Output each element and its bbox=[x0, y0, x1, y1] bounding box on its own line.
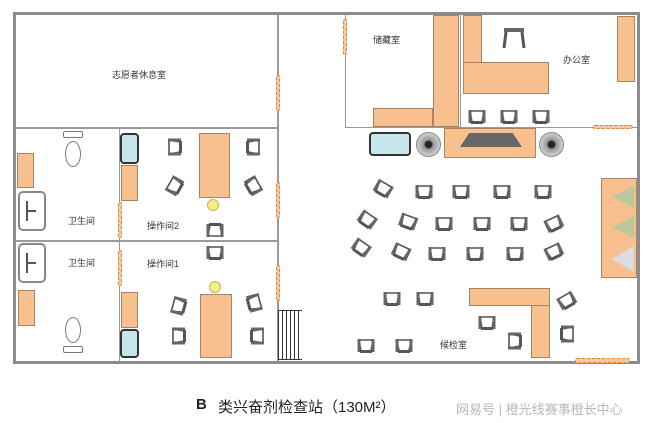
room-label-restroom-top: 卫生间 bbox=[68, 216, 96, 226]
office-desk-horizontal bbox=[463, 62, 549, 94]
op2-table bbox=[199, 133, 230, 198]
door-restroom-1[interactable] bbox=[118, 250, 122, 286]
waiting-chair-icon bbox=[397, 211, 419, 232]
waiting-chair-icon bbox=[478, 315, 496, 331]
waiting-chair-icon bbox=[506, 246, 524, 262]
op1-chair-icon bbox=[169, 295, 189, 317]
room-label-operation-2: 操作间2 bbox=[147, 221, 180, 231]
room-label-volunteer-lounge: 志愿者休息室 bbox=[112, 70, 167, 80]
op1-chair-icon bbox=[171, 327, 187, 345]
room-label-office: 办公室 bbox=[563, 55, 591, 65]
wall-restroom-divider bbox=[119, 129, 120, 361]
podium-screen bbox=[460, 133, 522, 147]
waiting-chair-icon bbox=[395, 338, 413, 354]
op1-chair-icon bbox=[206, 245, 224, 261]
waiting-desk-vertical bbox=[531, 305, 550, 358]
pass-through-window-2 bbox=[120, 133, 139, 164]
waiting-desk-horizontal bbox=[469, 288, 550, 306]
waiting-chair-icon bbox=[415, 184, 433, 200]
waiting-chair-icon bbox=[371, 178, 395, 201]
stair-gate bbox=[278, 310, 302, 360]
waiting-chair-icon bbox=[428, 246, 446, 262]
op2-chair-icon bbox=[167, 138, 183, 156]
waiting-chair-icon bbox=[466, 246, 484, 262]
op2-chair-icon bbox=[245, 138, 261, 156]
speaker-left-icon bbox=[416, 132, 441, 157]
speaker-right-icon bbox=[539, 132, 564, 157]
op2-chair-icon bbox=[164, 174, 187, 198]
restroom-top-counter bbox=[17, 153, 34, 188]
office-chair-1-icon bbox=[468, 109, 486, 125]
op1-side-cabinet bbox=[121, 292, 138, 328]
waiting-chair-icon bbox=[473, 216, 491, 232]
op2-chair-icon bbox=[206, 222, 224, 238]
door-waiting-exit[interactable] bbox=[575, 358, 630, 363]
waiting-chair-icon bbox=[542, 241, 565, 263]
office-desk-vertical bbox=[463, 15, 482, 65]
waiting-chair-icon bbox=[416, 291, 434, 307]
office-chair-2-icon bbox=[500, 109, 518, 125]
waiting-chair-icon bbox=[510, 216, 528, 232]
op1-lamp-icon bbox=[209, 281, 221, 293]
office-cabinet bbox=[617, 16, 635, 82]
waiting-chair-icon bbox=[435, 216, 453, 232]
outer-wall-left bbox=[13, 12, 16, 364]
waiting-chair-icon bbox=[555, 290, 579, 313]
waiting-chair-icon bbox=[357, 338, 375, 354]
room-label-operation-1: 操作间1 bbox=[147, 259, 180, 269]
storage-shelf-horizontal bbox=[373, 108, 433, 127]
outer-wall-bottom bbox=[13, 361, 640, 364]
door-office[interactable] bbox=[593, 125, 633, 129]
waiting-chair-icon bbox=[452, 184, 470, 200]
sink-top-icon bbox=[18, 191, 46, 231]
waiting-chair-icon bbox=[383, 291, 401, 307]
toilet-top-icon bbox=[62, 131, 84, 171]
wall-rooms-mid bbox=[16, 240, 278, 242]
waiting-chair-icon bbox=[493, 184, 511, 200]
op2-lamp-icon bbox=[207, 199, 219, 211]
waiting-chair-icon bbox=[559, 325, 575, 343]
op1-chair-icon bbox=[244, 292, 264, 314]
reception-glass-counter bbox=[369, 132, 411, 156]
outer-wall-right bbox=[637, 12, 640, 364]
op1-chair-icon bbox=[249, 327, 265, 345]
wall-lounge-bottom bbox=[16, 127, 278, 129]
waiting-chair-icon bbox=[542, 213, 565, 235]
door-op1[interactable] bbox=[276, 265, 280, 301]
waiting-chair-icon bbox=[349, 236, 373, 259]
office-chair-3-icon bbox=[532, 109, 550, 125]
caption-prefix: B bbox=[196, 396, 207, 413]
room-label-waiting: 候检室 bbox=[440, 340, 468, 350]
outer-wall-top bbox=[13, 12, 640, 15]
sink-bottom-icon bbox=[18, 243, 46, 283]
wall-storage-office bbox=[460, 15, 461, 128]
wall-storage-left bbox=[345, 15, 346, 128]
waiting-chair-icon bbox=[355, 208, 379, 231]
op1-table bbox=[200, 294, 232, 358]
door-restroom-2[interactable] bbox=[118, 202, 122, 238]
office-stool-icon bbox=[502, 28, 526, 49]
op2-side-cabinet bbox=[121, 165, 138, 201]
pass-through-window-1 bbox=[120, 329, 139, 358]
wall-storage-bottom bbox=[345, 127, 637, 128]
storage-shelf-vertical bbox=[433, 15, 459, 127]
restroom-bottom-counter bbox=[18, 290, 35, 326]
room-label-restroom-bottom: 卫生间 bbox=[68, 258, 96, 268]
door-storage[interactable] bbox=[343, 19, 347, 55]
room-label-storage: 储藏室 bbox=[373, 35, 401, 45]
caption-title: 类兴奋剂检查站（130M²） bbox=[218, 399, 396, 416]
waiting-chair-icon bbox=[389, 241, 412, 263]
door-lounge[interactable] bbox=[276, 75, 280, 111]
toilet-bottom-icon bbox=[62, 317, 84, 359]
op2-chair-icon bbox=[242, 174, 265, 198]
waiting-chair-icon bbox=[507, 332, 523, 350]
watermark-text: 网易号 | 橙光线赛事橙长中心 bbox=[456, 402, 623, 417]
waiting-chair-icon bbox=[534, 184, 552, 200]
door-op2[interactable] bbox=[276, 182, 280, 218]
